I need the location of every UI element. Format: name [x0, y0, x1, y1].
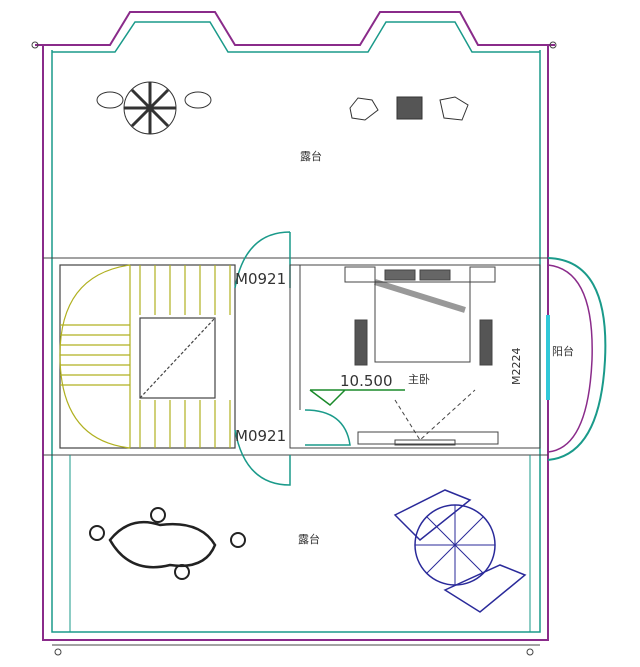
label-door-top: M0921 — [235, 270, 286, 288]
master-bedroom — [289, 264, 541, 449]
label-elevation: 10.500 — [340, 372, 393, 390]
staircase — [59, 264, 236, 449]
terrace-furniture-top — [96, 81, 469, 135]
label-door-balcony: M2224 — [510, 348, 523, 386]
label-terrace-top: 露台 — [300, 149, 322, 163]
label-balcony: 阳台 — [552, 344, 574, 358]
label-terrace-bottom: 露台 — [298, 532, 320, 546]
label-door-bottom: M0921 — [235, 427, 286, 445]
label-master-bedroom: 主卧 — [408, 373, 430, 386]
terrace-furniture-bottom — [89, 489, 527, 613]
